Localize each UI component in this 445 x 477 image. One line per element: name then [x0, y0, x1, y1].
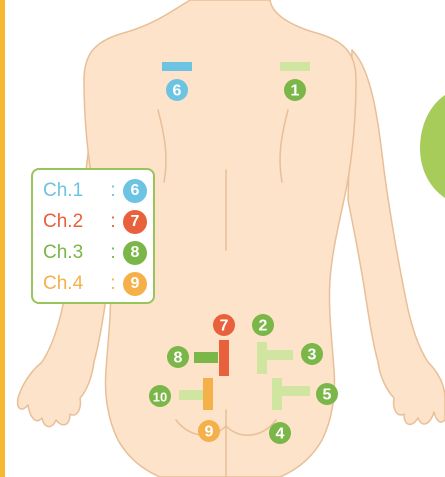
- badge-number: 2: [259, 318, 268, 335]
- badge-number: 3: [308, 347, 317, 364]
- badge-number: 6: [173, 83, 182, 100]
- pad-7: [219, 340, 229, 376]
- pad-8: [194, 352, 218, 363]
- pad-3: [267, 350, 293, 360]
- legend-colon: :: [105, 211, 121, 233]
- channel-legend: Ch.1 : 6 Ch.2 : 7 Ch.3 : 8 Ch.4 : 9: [31, 168, 155, 304]
- badge-5: 5: [316, 383, 338, 405]
- badge-number: 9: [205, 424, 214, 441]
- badge-number: 4: [276, 426, 285, 443]
- badge-number: 8: [174, 350, 183, 367]
- badge-9: 9: [198, 420, 220, 442]
- badge-4: 4: [269, 422, 291, 444]
- legend-label: Ch.1: [43, 180, 105, 202]
- frame-left-line: [0, 0, 5, 477]
- legend-badge: 9: [123, 272, 147, 296]
- pad-4: [272, 378, 282, 410]
- pad-1: [280, 62, 310, 71]
- legend-badge: 7: [123, 210, 147, 234]
- badge-7: 7: [213, 314, 235, 336]
- badge-10: 10: [149, 385, 171, 407]
- legend-colon: :: [105, 273, 121, 295]
- pad-5: [282, 386, 310, 396]
- badge-number: 1: [291, 83, 300, 100]
- badge-1: 1: [284, 79, 306, 101]
- badge-8: 8: [167, 346, 189, 368]
- legend-row-ch4: Ch.4 : 9: [43, 271, 147, 297]
- legend-badge: 6: [123, 179, 147, 203]
- badge-number: 5: [323, 387, 332, 404]
- badge-number: 7: [220, 318, 229, 335]
- green-circle-partial: [420, 95, 445, 198]
- legend-row-ch3: Ch.3 : 8: [43, 240, 147, 266]
- legend-label: Ch.4: [43, 273, 105, 295]
- pad-9: [203, 378, 213, 410]
- pad-2: [257, 342, 267, 374]
- legend-colon: :: [105, 242, 121, 264]
- legend-badge: 8: [123, 241, 147, 265]
- legend-row-ch2: Ch.2 : 7: [43, 209, 147, 235]
- legend-label: Ch.2: [43, 211, 105, 233]
- pad-10: [179, 390, 203, 400]
- badge-number: 10: [153, 390, 167, 405]
- legend-row-ch1: Ch.1 : 6: [43, 178, 147, 204]
- legend-label: Ch.3: [43, 242, 105, 264]
- pad-6: [162, 62, 192, 71]
- badge-3: 3: [301, 343, 323, 365]
- badge-6: 6: [166, 79, 188, 101]
- badge-2: 2: [252, 314, 274, 336]
- legend-colon: :: [105, 180, 121, 202]
